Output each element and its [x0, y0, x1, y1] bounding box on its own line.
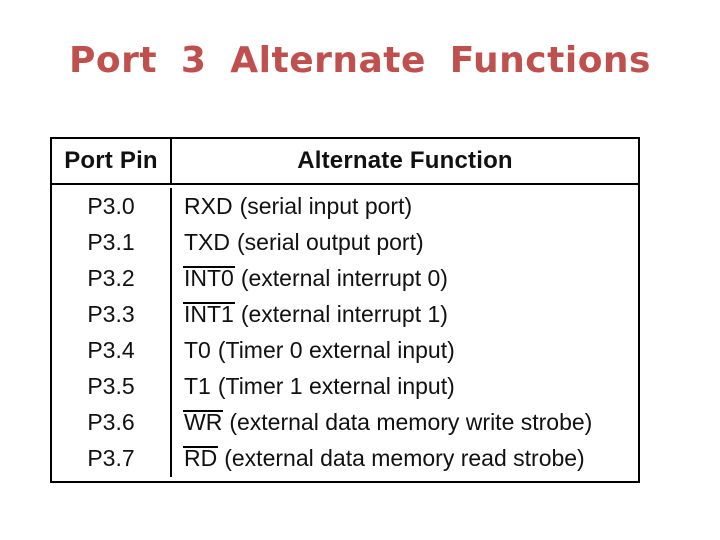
alternate-function-cell: RD (external data memory read strobe)	[172, 441, 638, 477]
port-pin-cell: P3.6	[52, 404, 172, 441]
port-pin-cell: P3.0	[52, 188, 172, 225]
port-pin-cell: P3.7	[52, 440, 172, 477]
table-row: P3.3 INT1 (external interrupt 1)	[52, 296, 638, 333]
signal-name: RXD	[184, 192, 233, 219]
alternate-function-cell: INT1 (external interrupt 1)	[172, 296, 638, 332]
alternate-function-cell: INT0 (external interrupt 0)	[172, 260, 638, 296]
signal-description: (Timer 0 external input)	[217, 337, 455, 364]
signal-name: WR	[182, 409, 224, 436]
signal-name: INT1	[183, 300, 235, 327]
table-header-row: Port Pin Alternate Function	[52, 139, 638, 185]
port-pin-cell: P3.3	[52, 296, 172, 333]
table-row: P3.7 RD (external data memory read strob…	[52, 440, 638, 477]
table-row: P3.4 T0 (Timer 0 external input)	[52, 332, 638, 369]
alternate-function-cell: RXD (serial input port)	[172, 188, 638, 224]
table-body: P3.0 RXD (serial input port) P3.1 TXD (s…	[52, 185, 638, 481]
signal-description: (Timer 1 external input)	[217, 373, 455, 400]
signal-description: (external data memory read strobe)	[224, 445, 585, 472]
table-row: P3.6 WR (external data memory write stro…	[52, 404, 638, 441]
signal-description: (external interrupt 1)	[240, 300, 448, 327]
signal-name: T0	[184, 337, 211, 364]
port3-alternate-functions-table: Port Pin Alternate Function P3.0 RXD (se…	[50, 137, 640, 483]
alternate-function-cell: TXD (serial output port)	[172, 224, 638, 260]
port-pin-cell: P3.4	[52, 332, 172, 369]
table-row: P3.1 TXD (serial output port)	[52, 224, 638, 261]
alternate-function-cell: T0 (Timer 0 external input)	[172, 333, 638, 369]
slide-title: Port 3 Alternate Functions	[69, 40, 651, 81]
signal-name: TXD	[184, 228, 230, 255]
signal-name: INT0	[183, 264, 235, 291]
signal-description: (external data memory write strobe)	[229, 409, 593, 436]
header-alternate-function: Alternate Function	[297, 147, 513, 174]
signal-description: (external interrupt 0)	[240, 264, 448, 291]
table-row: P3.0 RXD (serial input port)	[52, 188, 638, 225]
port-pin-cell: P3.2	[52, 260, 172, 297]
port-pin-cell: P3.5	[52, 368, 172, 405]
table-row: P3.2 INT0 (external interrupt 0)	[52, 260, 638, 297]
alternate-function-cell: T1 (Timer 1 external input)	[172, 369, 638, 405]
port-pin-cell: P3.1	[52, 224, 172, 261]
signal-description: (serial output port)	[237, 228, 424, 255]
header-port-pin: Port Pin	[52, 139, 172, 183]
signal-description: (serial input port)	[239, 192, 413, 219]
table-row: P3.5 T1 (Timer 1 external input)	[52, 368, 638, 405]
signal-name: T1	[184, 373, 211, 400]
alternate-function-cell: WR (external data memory write strobe)	[172, 405, 638, 441]
signal-name: RD	[182, 445, 219, 472]
